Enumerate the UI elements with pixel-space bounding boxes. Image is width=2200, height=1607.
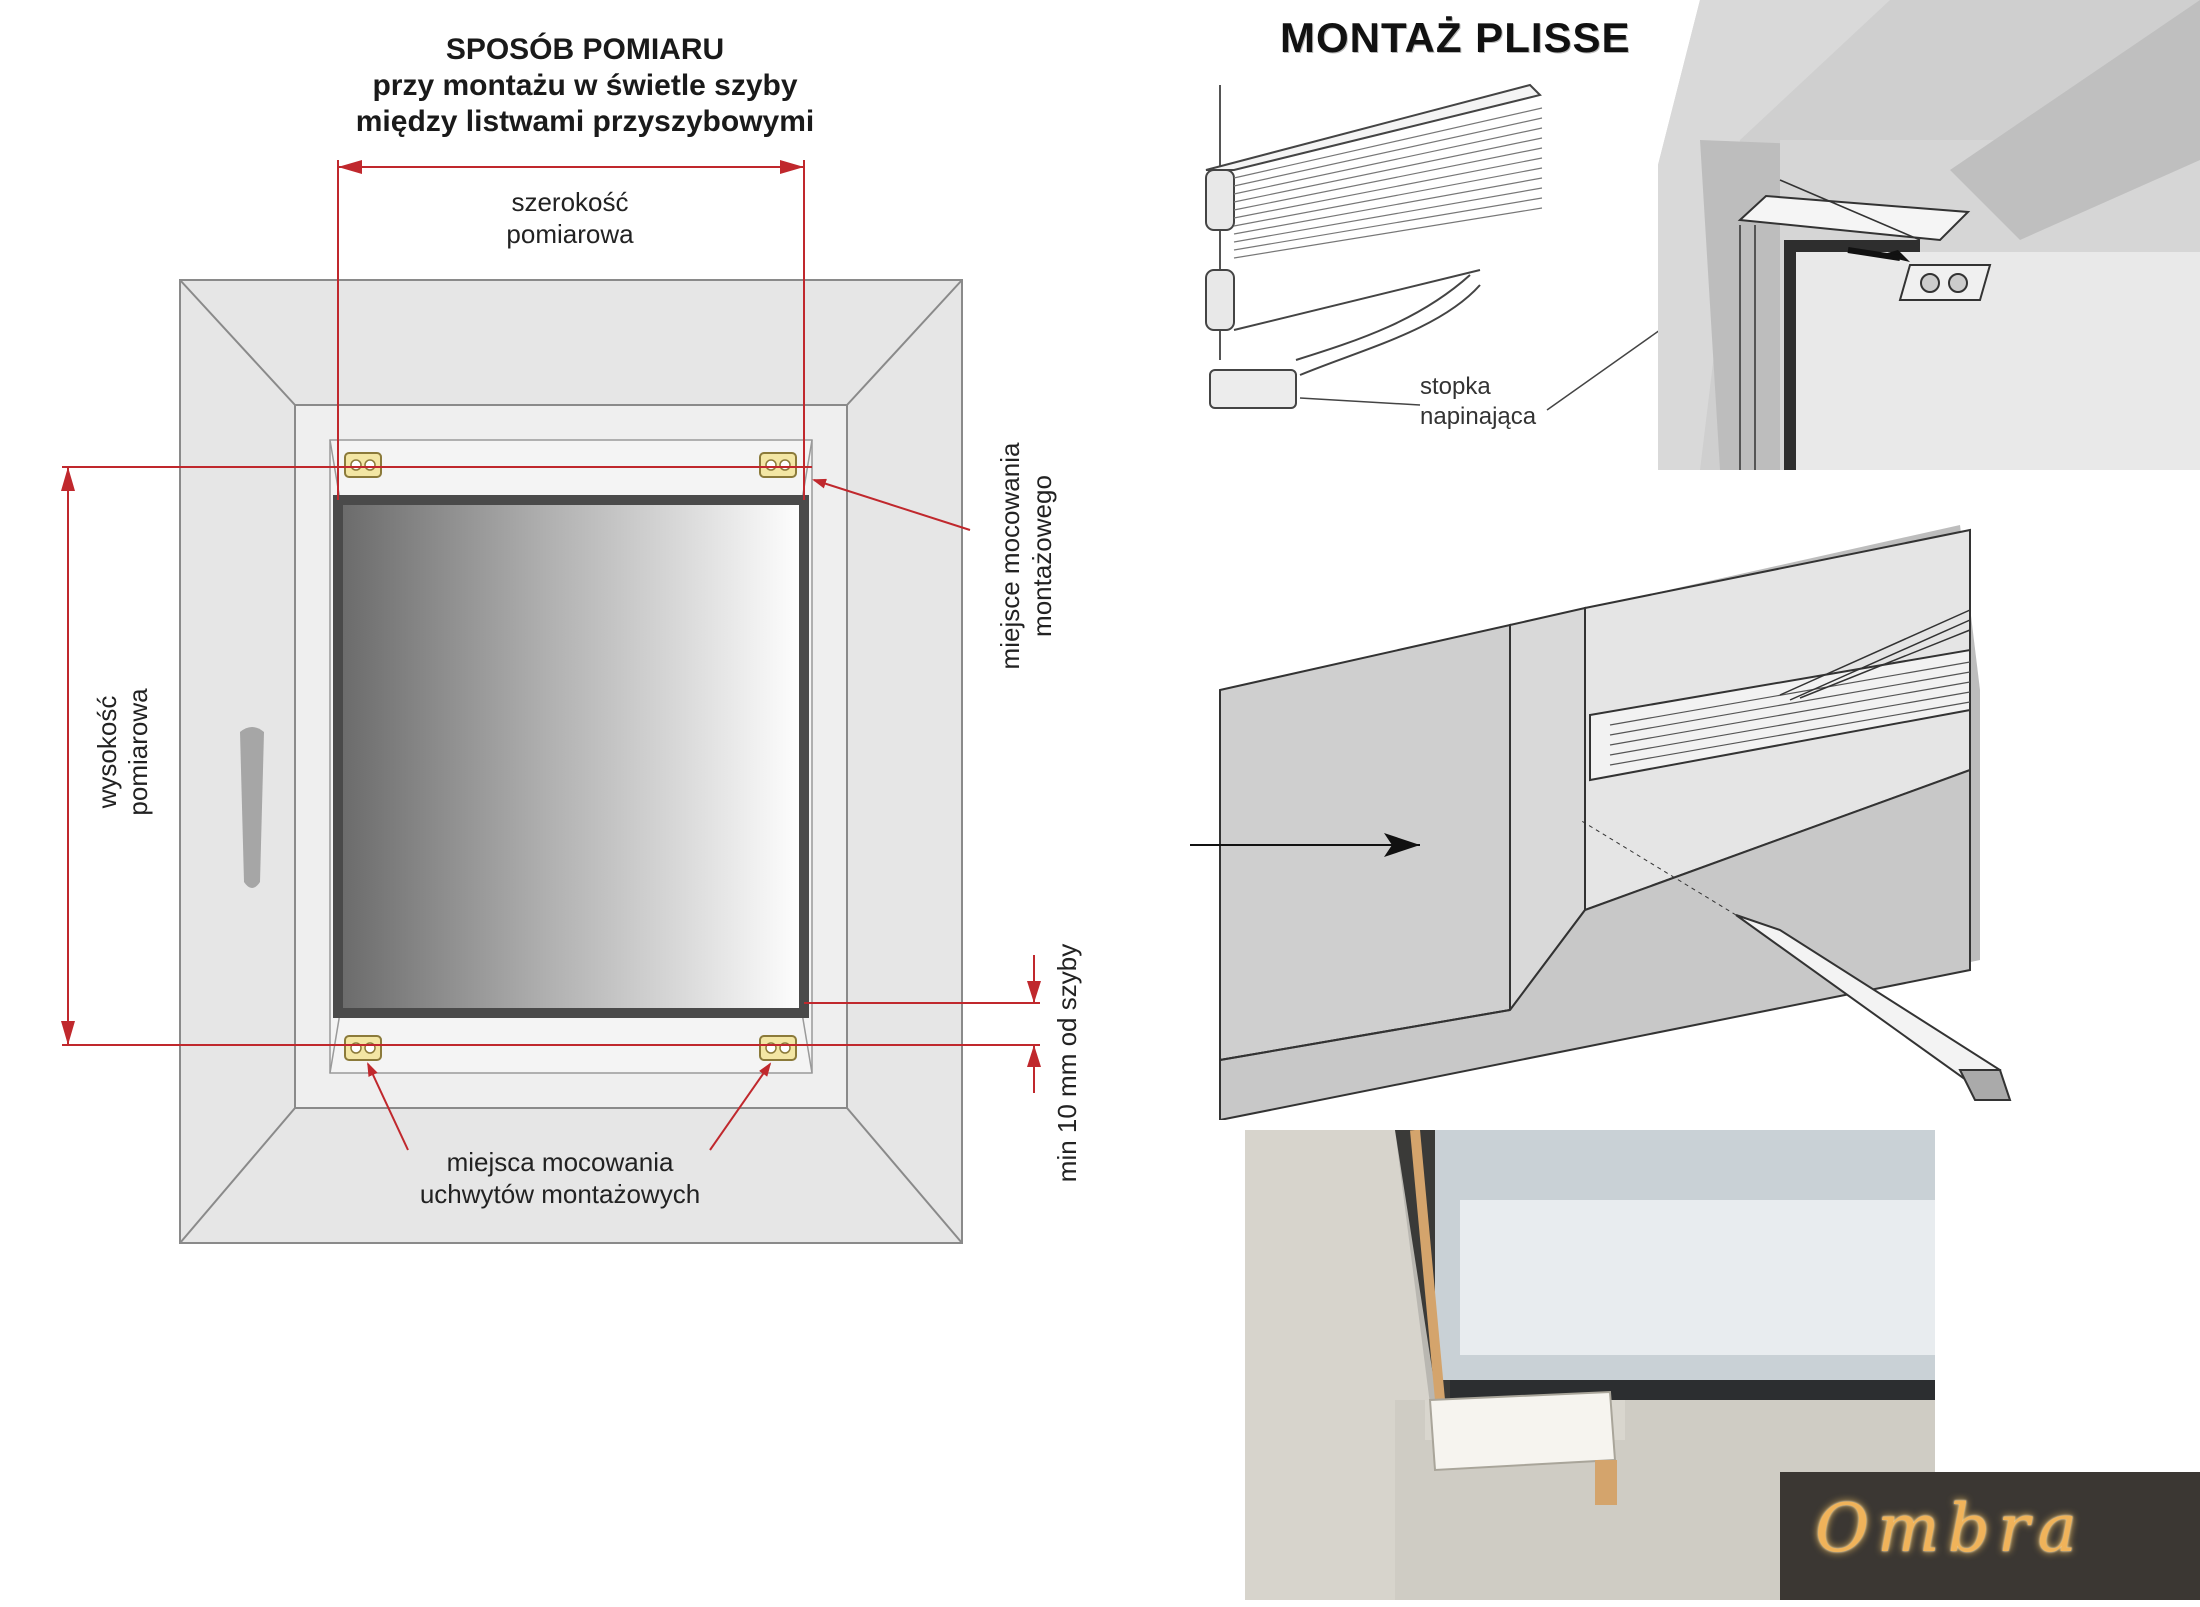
glass-pane xyxy=(333,495,809,1018)
bracket-place-label-line-2: montażowego xyxy=(1027,475,1057,637)
mount-top-drawing xyxy=(1205,0,2200,470)
holder-places-line-2: uchwytów montażowych xyxy=(419,1179,701,1209)
mount-panel-title: MONTAŻ PLISSE xyxy=(1280,14,1631,61)
window-handle xyxy=(240,727,264,888)
tension-foot-bracket xyxy=(1737,179,1992,301)
bracket-bottom-right xyxy=(759,1035,797,1061)
mark-position-drawing xyxy=(1190,525,2012,1120)
diagram-title-line-3: między listwami przyszybowymi xyxy=(355,105,815,138)
dimension-arrowheads xyxy=(61,160,1041,1067)
bracket-place-label-line-1: miejsce mocowania xyxy=(995,442,1025,670)
width-label-line-1: szerokość xyxy=(511,187,629,217)
callout-line-1: stopka xyxy=(1420,373,1491,400)
callout-line-2: napinająca xyxy=(1420,403,1537,430)
ombra-logo: Ombra xyxy=(1780,1472,2200,1600)
measure-diagram-drawing xyxy=(61,160,1041,1244)
mark-position-panel xyxy=(1180,500,2200,1120)
blind-head-rail xyxy=(1589,609,1971,782)
bracket-top-left xyxy=(344,452,382,478)
logo-text: Ombra xyxy=(1815,1490,2085,1567)
bracket-bottom-left xyxy=(344,1035,382,1061)
diagram-title-line-1: SPOSÓB POMIARU xyxy=(445,33,725,66)
height-label-line-2: pomiarowa xyxy=(123,688,153,816)
bracket-top-right xyxy=(759,452,797,478)
pencil xyxy=(1579,819,2012,1101)
tension-foot-sketch xyxy=(1209,369,1297,409)
height-label-line-1: wysokość xyxy=(92,695,122,809)
min-distance-label: min 10 mm od szyby xyxy=(1052,943,1082,1183)
tension-foot-photo xyxy=(1428,1390,1617,1472)
holder-places-line-1: miejsca mocowania xyxy=(446,1147,674,1177)
width-label-line-2: pomiarowa xyxy=(506,219,634,249)
diagram-title-line-2: przy montażu w świetle szyby xyxy=(372,69,798,102)
measure-diagram: SPOSÓB POMIARU przy montażu w świetle sz… xyxy=(0,0,1180,1300)
mount-top-panel: MONTAŻ PLISSE stopka napinająca xyxy=(1180,0,2200,470)
